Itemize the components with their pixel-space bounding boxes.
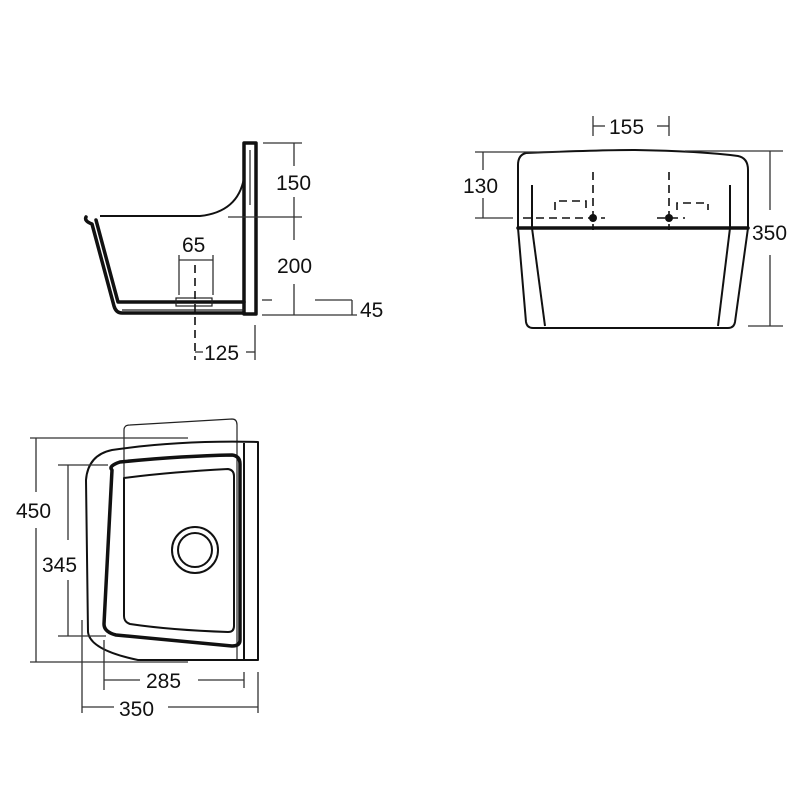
bowl-rim-curve [100,177,245,217]
fixing-point-left [589,214,597,222]
fixing-point-right [665,214,673,222]
dim-45: 45 [360,299,383,322]
bracket-left [554,200,587,210]
waste-inner [177,532,213,568]
dim-200: 200 [277,255,312,278]
bowl-floor [123,468,235,633]
back-wall [242,141,258,316]
dim-65: 65 [182,234,205,257]
bowl-front-wall [83,215,246,315]
front-view: 155 130 350 [463,116,787,329]
bracket-right [676,202,709,210]
dim-130: 130 [463,175,498,198]
basin-outer [85,440,259,661]
plan-view: 450 345 285 350 [16,418,259,721]
dim-155: 155 [609,116,644,139]
dim-285: 285 [146,670,181,693]
bowl-inner-rim [102,453,242,648]
basin-outline [517,149,749,329]
wall-bracket-outline [123,418,238,660]
waste-outlet [175,297,213,307]
dim-345: 345 [42,554,77,577]
side-view: 150 200 45 65 125 [83,141,383,365]
dim-125: 125 [204,342,239,365]
waste-outer [171,526,219,574]
dim-150: 150 [276,172,311,195]
dim-450: 450 [16,500,51,523]
dim-350-width: 350 [119,698,154,721]
dim-350-height: 350 [752,222,787,245]
